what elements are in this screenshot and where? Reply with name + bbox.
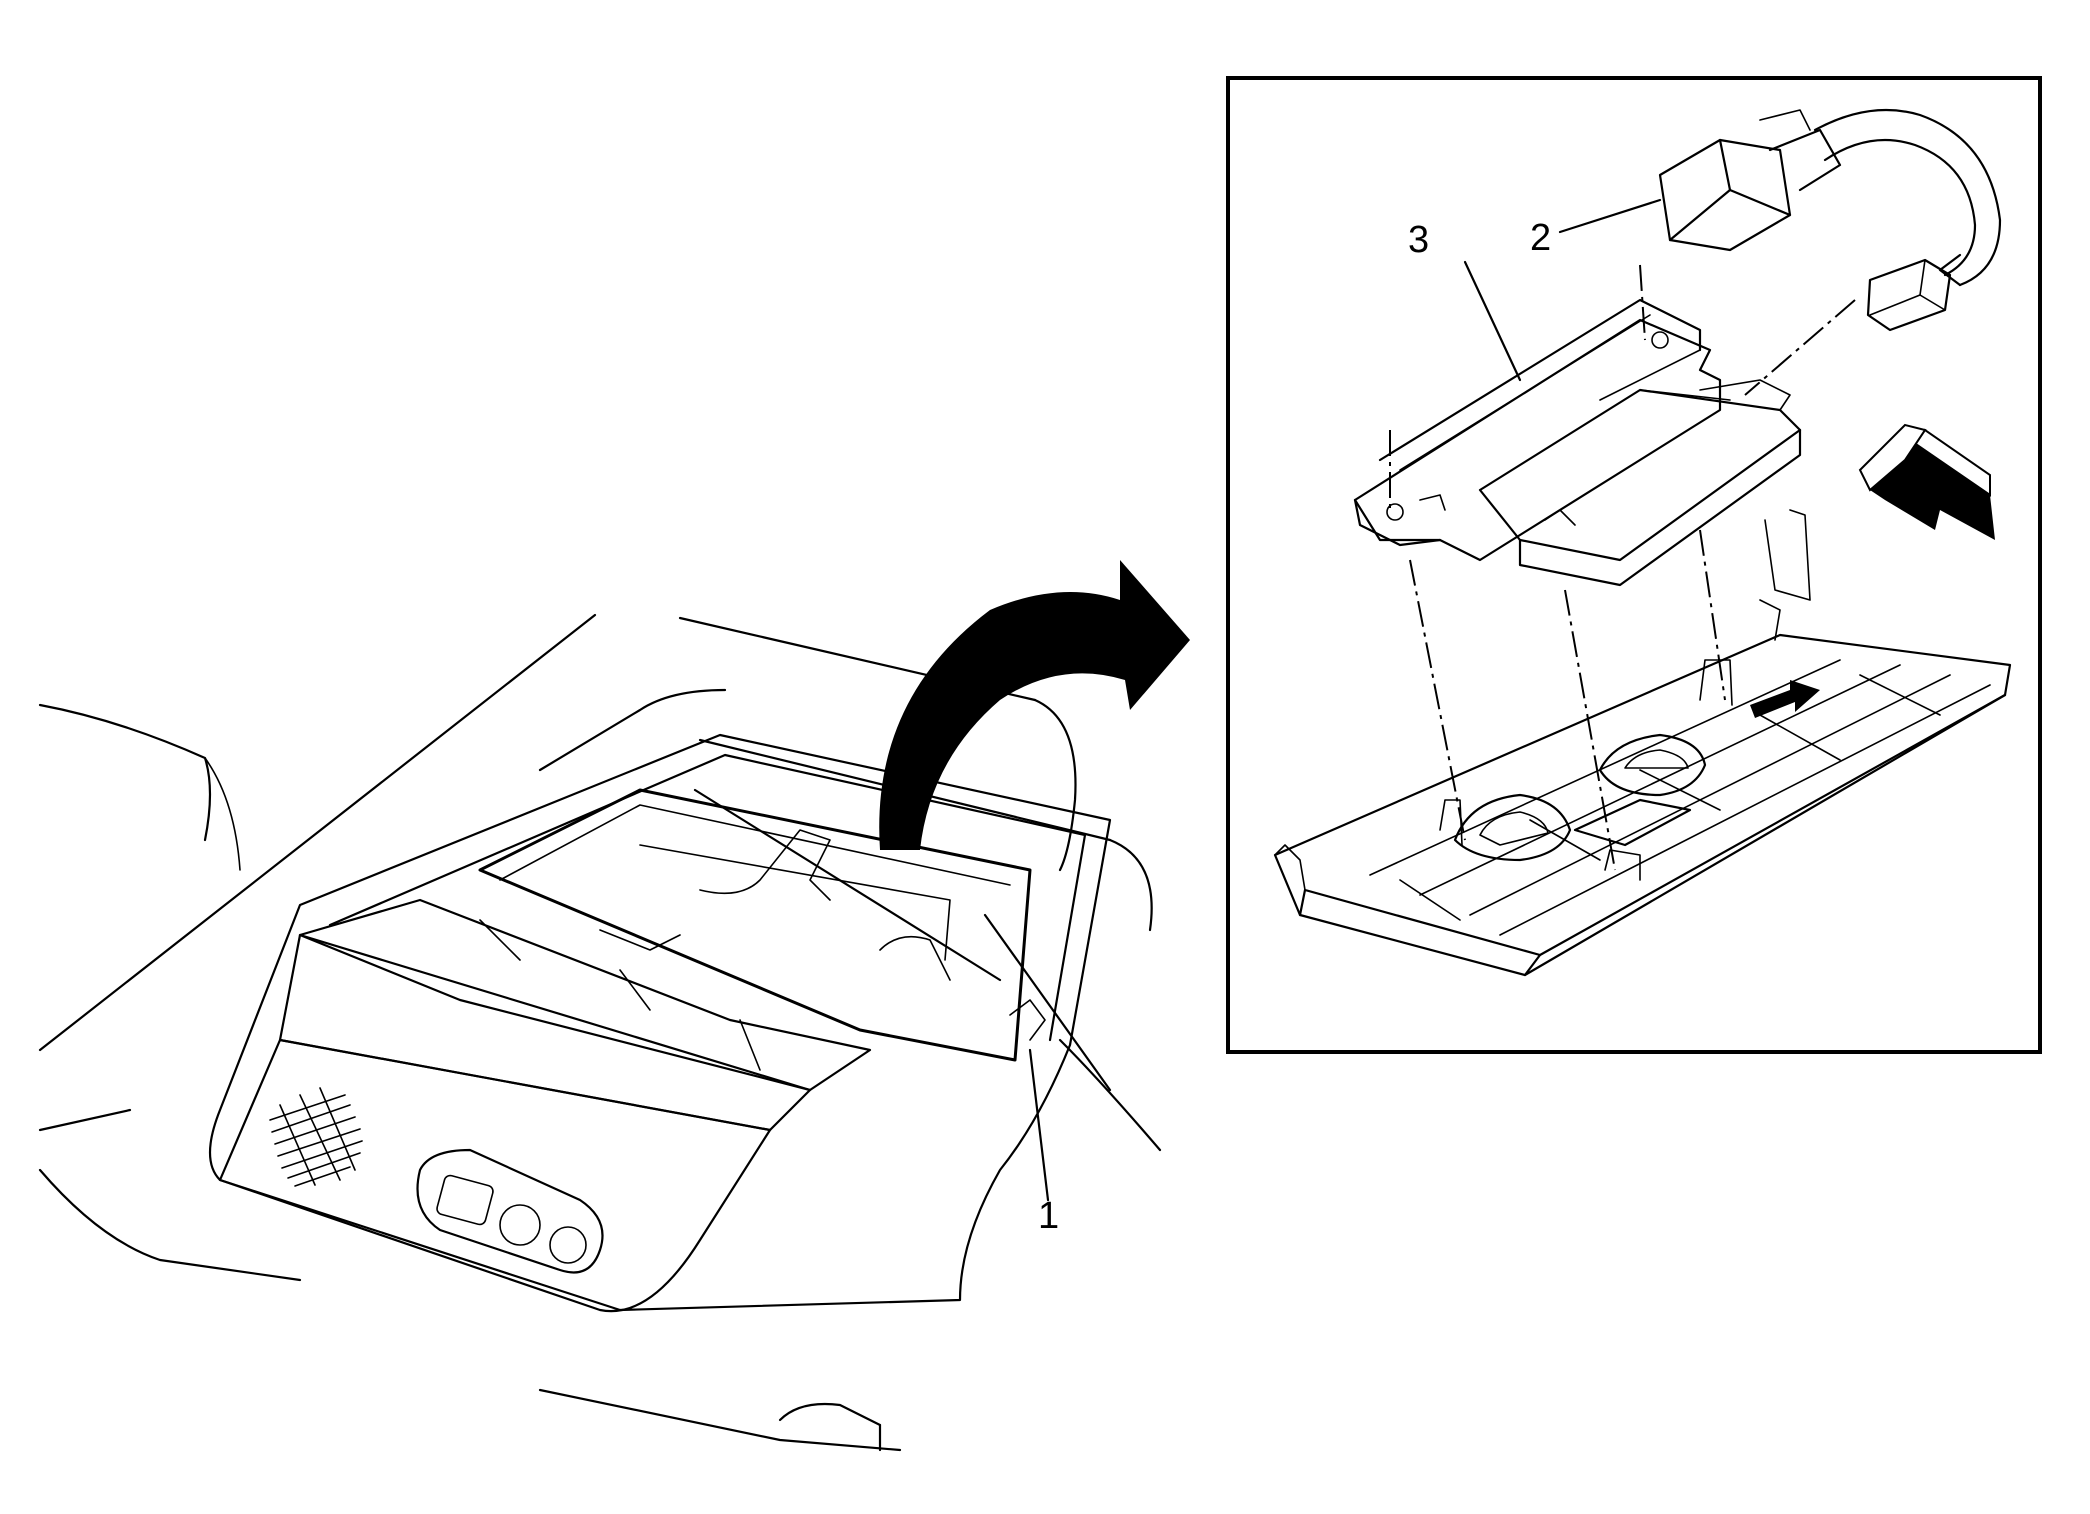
callout-3: 3 <box>1408 219 1429 261</box>
leader-lines-left <box>693 788 1112 1202</box>
electrical-connector <box>1658 108 2002 332</box>
overhead-console-assembly <box>38 613 1162 1452</box>
detail-inset <box>1273 108 2012 977</box>
callout-1: 1 <box>1038 1195 1059 1237</box>
detail-inset-frame <box>1226 76 2042 1054</box>
speaker-grille <box>269 1087 363 1187</box>
lens-tray <box>1273 509 2012 977</box>
alignment-lines <box>1389 264 1856 871</box>
module <box>1353 298 1802 587</box>
direction-arrow <box>1858 423 1995 540</box>
curved-arrow <box>879 560 1190 850</box>
leader-lines-right <box>1463 198 1662 382</box>
callout-2: 2 <box>1530 217 1551 259</box>
